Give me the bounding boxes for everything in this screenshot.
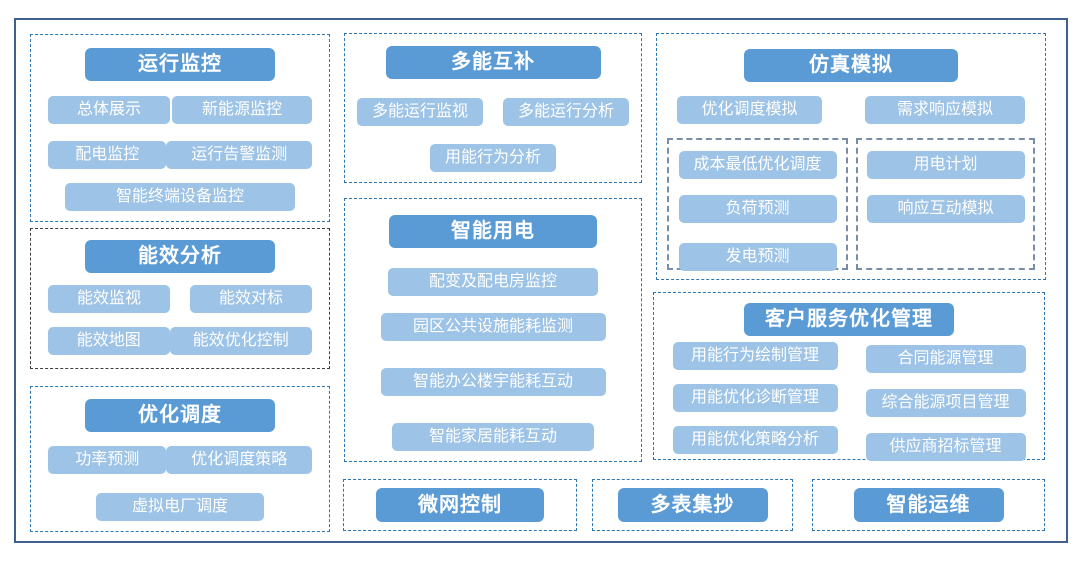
module-energy-optimization-strategy-analysis: 用能优化策略分析	[672, 426, 838, 454]
panel-energy-efficiency-analysis: 能效分析 能效监视 能效对标 能效地图 能效优化控制	[30, 228, 330, 369]
panel-optimization-dispatch: 优化调度 功率预测 优化调度策略 虚拟电厂调度	[30, 386, 330, 532]
module-transformer-room-monitoring: 配变及配电房监控	[388, 268, 598, 296]
module-park-facility-energy-monitoring: 园区公共设施能耗监测	[380, 313, 606, 341]
module-multi-energy-operation-analysis: 多能运行分析	[503, 98, 629, 126]
outer-frame	[14, 18, 1068, 543]
module-virtual-power-plant-dispatch: 虚拟电厂调度	[96, 493, 264, 521]
panel-title-optimization-dispatch: 优化调度	[85, 399, 275, 432]
module-new-energy-monitoring: 新能源监控	[172, 96, 312, 124]
panel-smart-operation-maintenance: 智能运维	[812, 479, 1045, 531]
panel-multi-meter-reading: 多表集抄	[592, 479, 793, 531]
module-generation-forecast: 发电预测	[678, 243, 837, 271]
module-dispatch-simulation: 优化调度模拟	[677, 96, 822, 124]
panel-title-multi-meter-reading: 多表集抄	[617, 488, 768, 522]
module-supplier-bidding-management: 供应商招标管理	[865, 433, 1026, 461]
module-overall-display: 总体展示	[48, 96, 170, 124]
panel-title-operation-monitoring: 运行监控	[85, 48, 275, 81]
module-energy-behavior-mapping-management: 用能行为绘制管理	[672, 342, 838, 370]
panel-title-multi-energy-complementary: 多能互补	[385, 46, 601, 79]
panel-title-smart-operation-maintenance: 智能运维	[853, 488, 1004, 522]
module-alarm-monitoring: 运行告警监测	[166, 141, 312, 169]
module-electricity-plan: 用电计划	[866, 151, 1025, 179]
module-load-forecast: 负荷预测	[678, 195, 837, 223]
module-response-interaction-simulation: 响应互动模拟	[866, 195, 1025, 223]
panel-smart-electricity: 智能用电 配变及配电房监控 园区公共设施能耗监测 智能办公楼宇能耗互动 智能家居…	[344, 198, 642, 462]
module-energy-use-behavior-analysis: 用能行为分析	[430, 144, 556, 172]
panel-simulation: 仿真模拟 优化调度模拟 需求响应模拟 成本最低优化调度 负荷预测 发电预测 用电…	[656, 33, 1046, 280]
panel-multi-energy-complementary: 多能互补 多能运行监视 多能运行分析 用能行为分析	[344, 33, 642, 183]
module-contract-energy-management: 合同能源管理	[865, 345, 1026, 373]
module-smart-terminal-monitoring: 智能终端设备监控	[65, 183, 295, 211]
panel-title-microgrid-control: 微网控制	[376, 488, 544, 522]
module-distribution-monitoring: 配电监控	[48, 141, 167, 169]
panel-microgrid-control: 微网控制	[343, 479, 577, 531]
panel-customer-service-optimization: 客户服务优化管理 用能行为绘制管理 用能优化诊断管理 用能优化策略分析 合同能源…	[653, 292, 1045, 461]
module-integrated-energy-project-management: 综合能源项目管理	[865, 389, 1026, 417]
module-office-building-energy-interaction: 智能办公楼宇能耗互动	[380, 368, 606, 396]
customer-service-right-column: 合同能源管理 综合能源项目管理 供应商招标管理	[865, 345, 1026, 461]
panel-title-energy-efficiency-analysis: 能效分析	[85, 240, 275, 273]
module-efficiency-map: 能效地图	[48, 327, 170, 355]
module-smart-home-energy-interaction: 智能家居能耗互动	[392, 423, 594, 451]
module-demand-response-simulation: 需求响应模拟	[865, 96, 1025, 124]
module-efficiency-optimization-control: 能效优化控制	[169, 327, 312, 355]
panel-operation-monitoring: 运行监控 总体展示 新能源监控 配电监控 运行告警监测 智能终端设备监控	[30, 34, 330, 222]
module-power-forecast: 功率预测	[48, 446, 167, 474]
subpanel-simulation-left: 成本最低优化调度 负荷预测 发电预测	[667, 138, 848, 271]
module-efficiency-benchmarking: 能效对标	[190, 285, 312, 313]
panel-title-smart-electricity: 智能用电	[389, 215, 597, 248]
module-energy-optimization-diagnosis-management: 用能优化诊断管理	[672, 384, 838, 412]
module-dispatch-strategy: 优化调度策略	[166, 446, 312, 474]
subpanel-simulation-right: 用电计划 响应互动模拟	[856, 138, 1035, 270]
module-multi-energy-operation-monitoring: 多能运行监视	[357, 98, 483, 126]
panel-title-simulation: 仿真模拟	[744, 49, 958, 82]
panel-title-customer-service-optimization: 客户服务优化管理	[744, 303, 954, 336]
module-lowest-cost-dispatch: 成本最低优化调度	[678, 151, 837, 179]
customer-service-left-column: 用能行为绘制管理 用能优化诊断管理 用能优化策略分析	[672, 342, 838, 461]
module-efficiency-monitoring: 能效监视	[48, 285, 170, 313]
